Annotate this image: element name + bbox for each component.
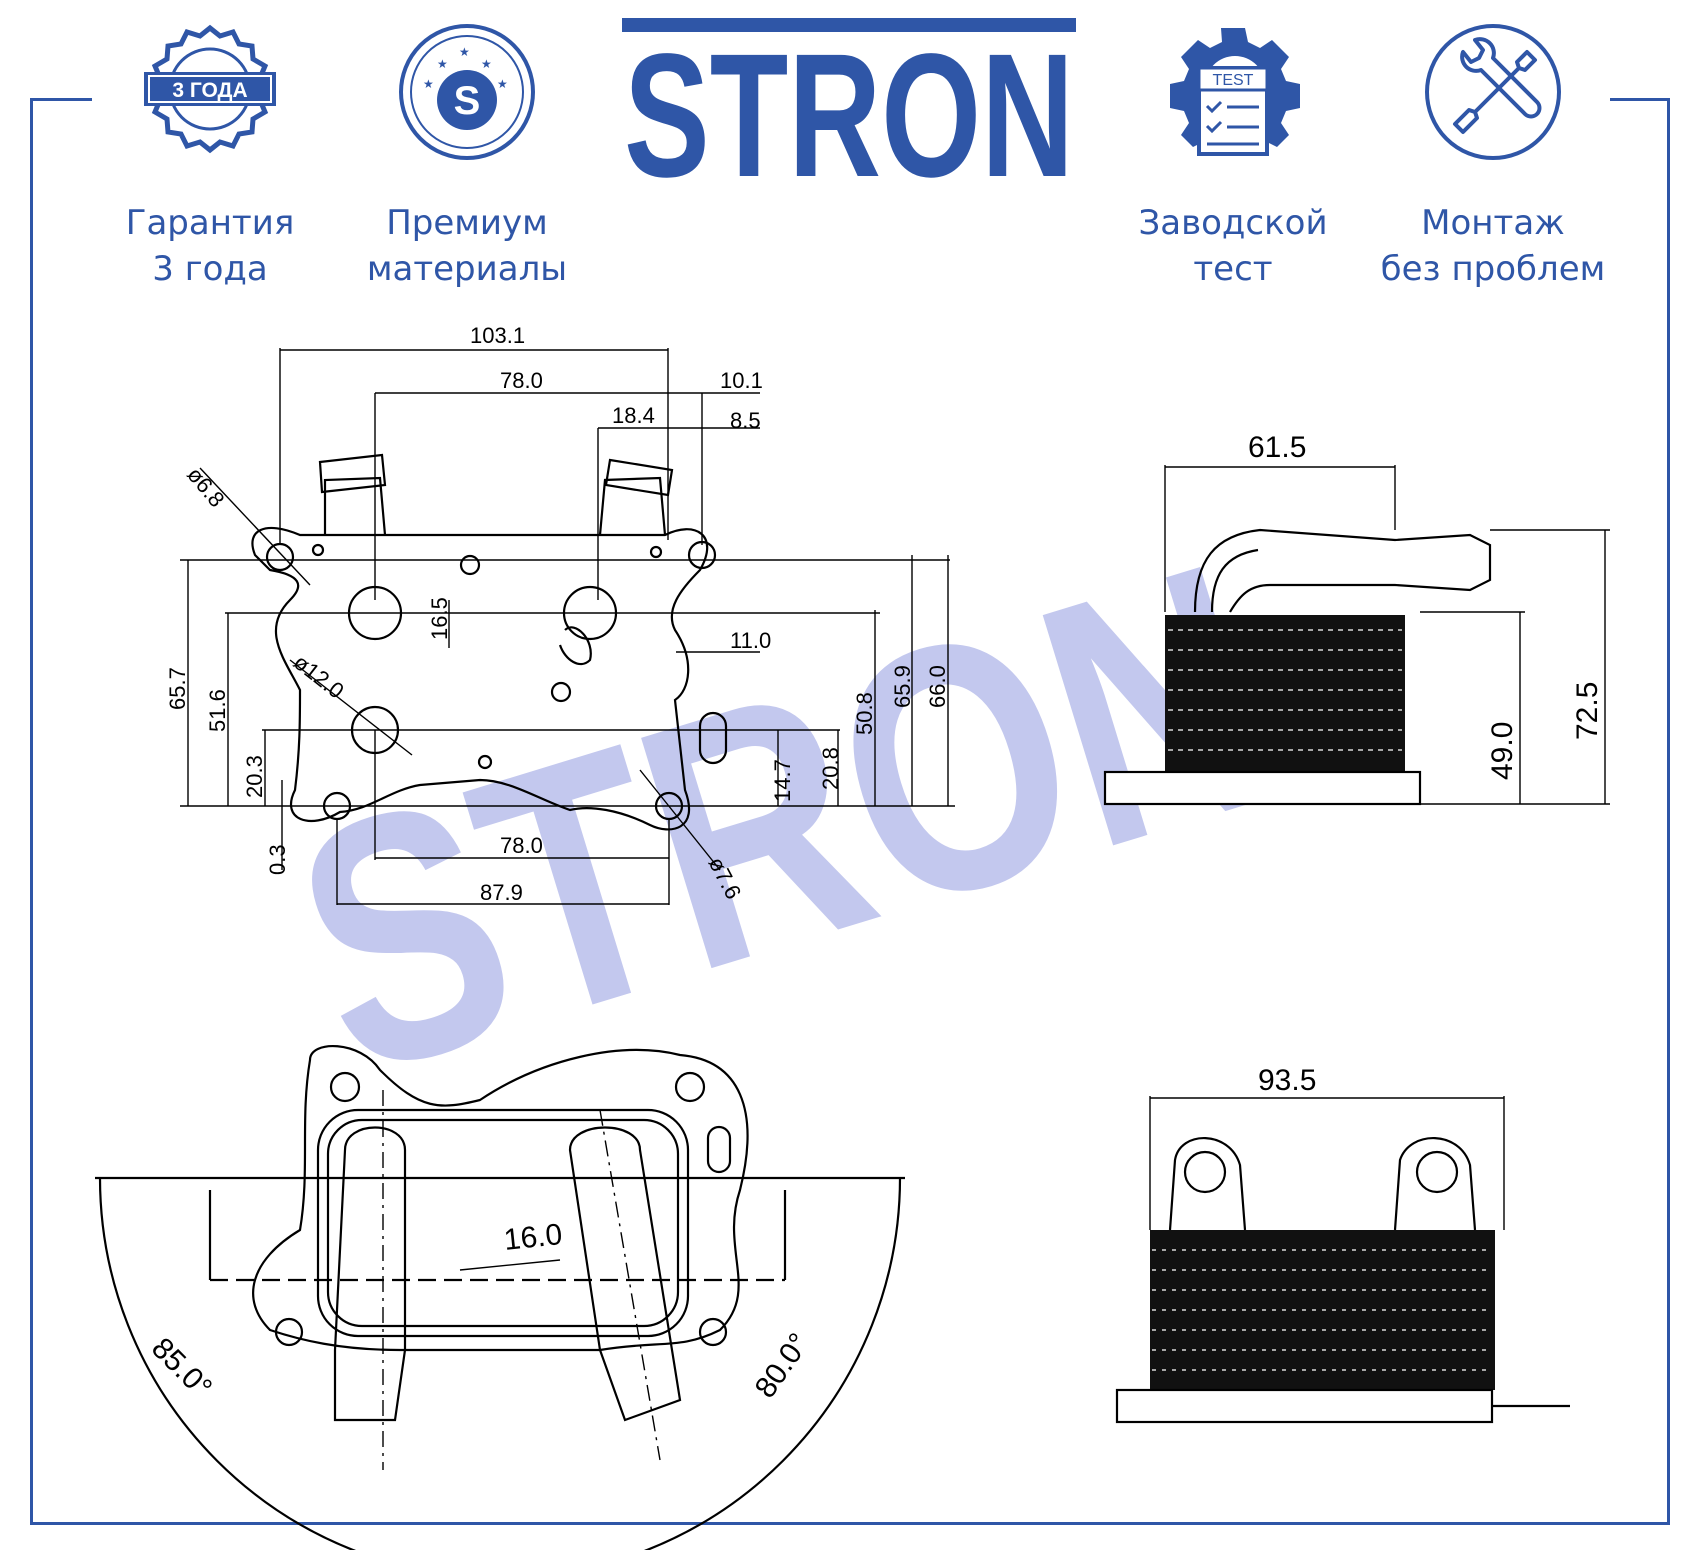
front-view-dims bbox=[180, 348, 955, 905]
feature-warranty: 3 ГОДА Гарантия 3 года bbox=[90, 22, 330, 292]
factory-test-icon: TEST bbox=[1170, 28, 1300, 156]
dim-dia-6-8: ø6.8 bbox=[182, 462, 229, 512]
dim-78-0-top: 78.0 bbox=[500, 368, 543, 393]
dim-angle-80: 80.0° bbox=[749, 1327, 816, 1404]
feature-line1: Заводской bbox=[1138, 203, 1328, 243]
premium-s-icon: S ★★★ ★★ bbox=[399, 24, 535, 160]
premium-badge: S bbox=[454, 79, 481, 123]
stron-logo: STRON bbox=[622, 18, 1076, 178]
dim-49-0: 49.0 bbox=[1486, 722, 1519, 780]
dim-61-5: 61.5 bbox=[1248, 431, 1306, 464]
dim-66-0: 66.0 bbox=[925, 665, 950, 708]
feature-line2: тест bbox=[1193, 249, 1273, 289]
dim-20-8: 20.8 bbox=[818, 747, 843, 790]
dim-51-6: 51.6 bbox=[205, 689, 230, 732]
dim-65-9: 65.9 bbox=[890, 665, 915, 708]
svg-text:★: ★ bbox=[423, 77, 434, 91]
dim-0-3: 0.3 bbox=[265, 844, 290, 875]
frame-corner-left bbox=[30, 98, 92, 101]
feature-line2: 3 года bbox=[152, 249, 268, 289]
feature-easy-install: Монтаж без проблем bbox=[1373, 22, 1613, 292]
wrench-screwdriver-icon bbox=[1425, 24, 1561, 160]
logo-text: STRON bbox=[624, 18, 1074, 178]
dim-11-0: 11.0 bbox=[730, 628, 771, 653]
dim-14-7: 14.7 bbox=[770, 759, 795, 802]
svg-text:★: ★ bbox=[481, 57, 492, 71]
dim-16-5: 16.5 bbox=[427, 597, 452, 640]
dim-78-0-bottom: 78.0 bbox=[500, 833, 543, 858]
dim-20-3: 20.3 bbox=[242, 755, 267, 798]
feature-caption: Премиум материалы bbox=[347, 200, 587, 292]
dim-65-7: 65.7 bbox=[165, 667, 190, 710]
dim-103-1: 103.1 bbox=[470, 323, 525, 348]
dim-angle-85: 85.0° bbox=[145, 1332, 218, 1405]
dim-93-5: 93.5 bbox=[1258, 1064, 1316, 1097]
test-badge: TEST bbox=[1213, 72, 1254, 89]
feature-premium: S ★★★ ★★ Премиум материалы bbox=[347, 22, 587, 292]
svg-text:★: ★ bbox=[497, 77, 508, 91]
feature-line2: без проблем bbox=[1380, 249, 1606, 289]
watermark: STRON bbox=[259, 490, 1310, 1150]
side-view: 61.5 49.0 72.5 bbox=[1103, 431, 1610, 806]
frame-corner-right bbox=[1610, 98, 1670, 101]
svg-text:★: ★ bbox=[459, 45, 470, 59]
warranty-badge: 3 ГОДА bbox=[172, 79, 247, 102]
feature-line1: Монтаж bbox=[1421, 203, 1565, 243]
feature-line2: материалы bbox=[366, 249, 568, 289]
feature-factory-test: TEST Заводской тест bbox=[1113, 22, 1353, 292]
rear-view: 93.5 bbox=[1115, 1064, 1570, 1424]
feature-caption: Гарантия 3 года bbox=[90, 200, 330, 292]
warranty-seal-icon: 3 ГОДА bbox=[144, 24, 276, 154]
page-frame bbox=[30, 100, 1670, 1525]
dim-87-9: 87.9 bbox=[480, 880, 523, 905]
dim-18-4: 18.4 bbox=[612, 403, 655, 428]
feature-line1: Гарантия bbox=[125, 203, 295, 243]
dim-8-5: 8.5 bbox=[730, 408, 761, 433]
feature-line1: Премиум bbox=[386, 203, 548, 243]
dim-50-8: 50.8 bbox=[852, 692, 877, 735]
dim-72-5: 72.5 bbox=[1571, 682, 1604, 740]
dim-10-1: 10.1 bbox=[720, 368, 763, 393]
dim-dia-12-0: ø12.0 bbox=[289, 649, 349, 703]
watermark-text: STRON bbox=[259, 490, 1310, 1150]
svg-text:★: ★ bbox=[437, 57, 448, 71]
dim-16-0: 16.0 bbox=[502, 1218, 564, 1257]
feature-caption: Монтаж без проблем bbox=[1373, 200, 1613, 292]
top-view: 16.0 85.0° 80.0° bbox=[95, 1044, 905, 1550]
feature-caption: Заводской тест bbox=[1113, 200, 1353, 292]
